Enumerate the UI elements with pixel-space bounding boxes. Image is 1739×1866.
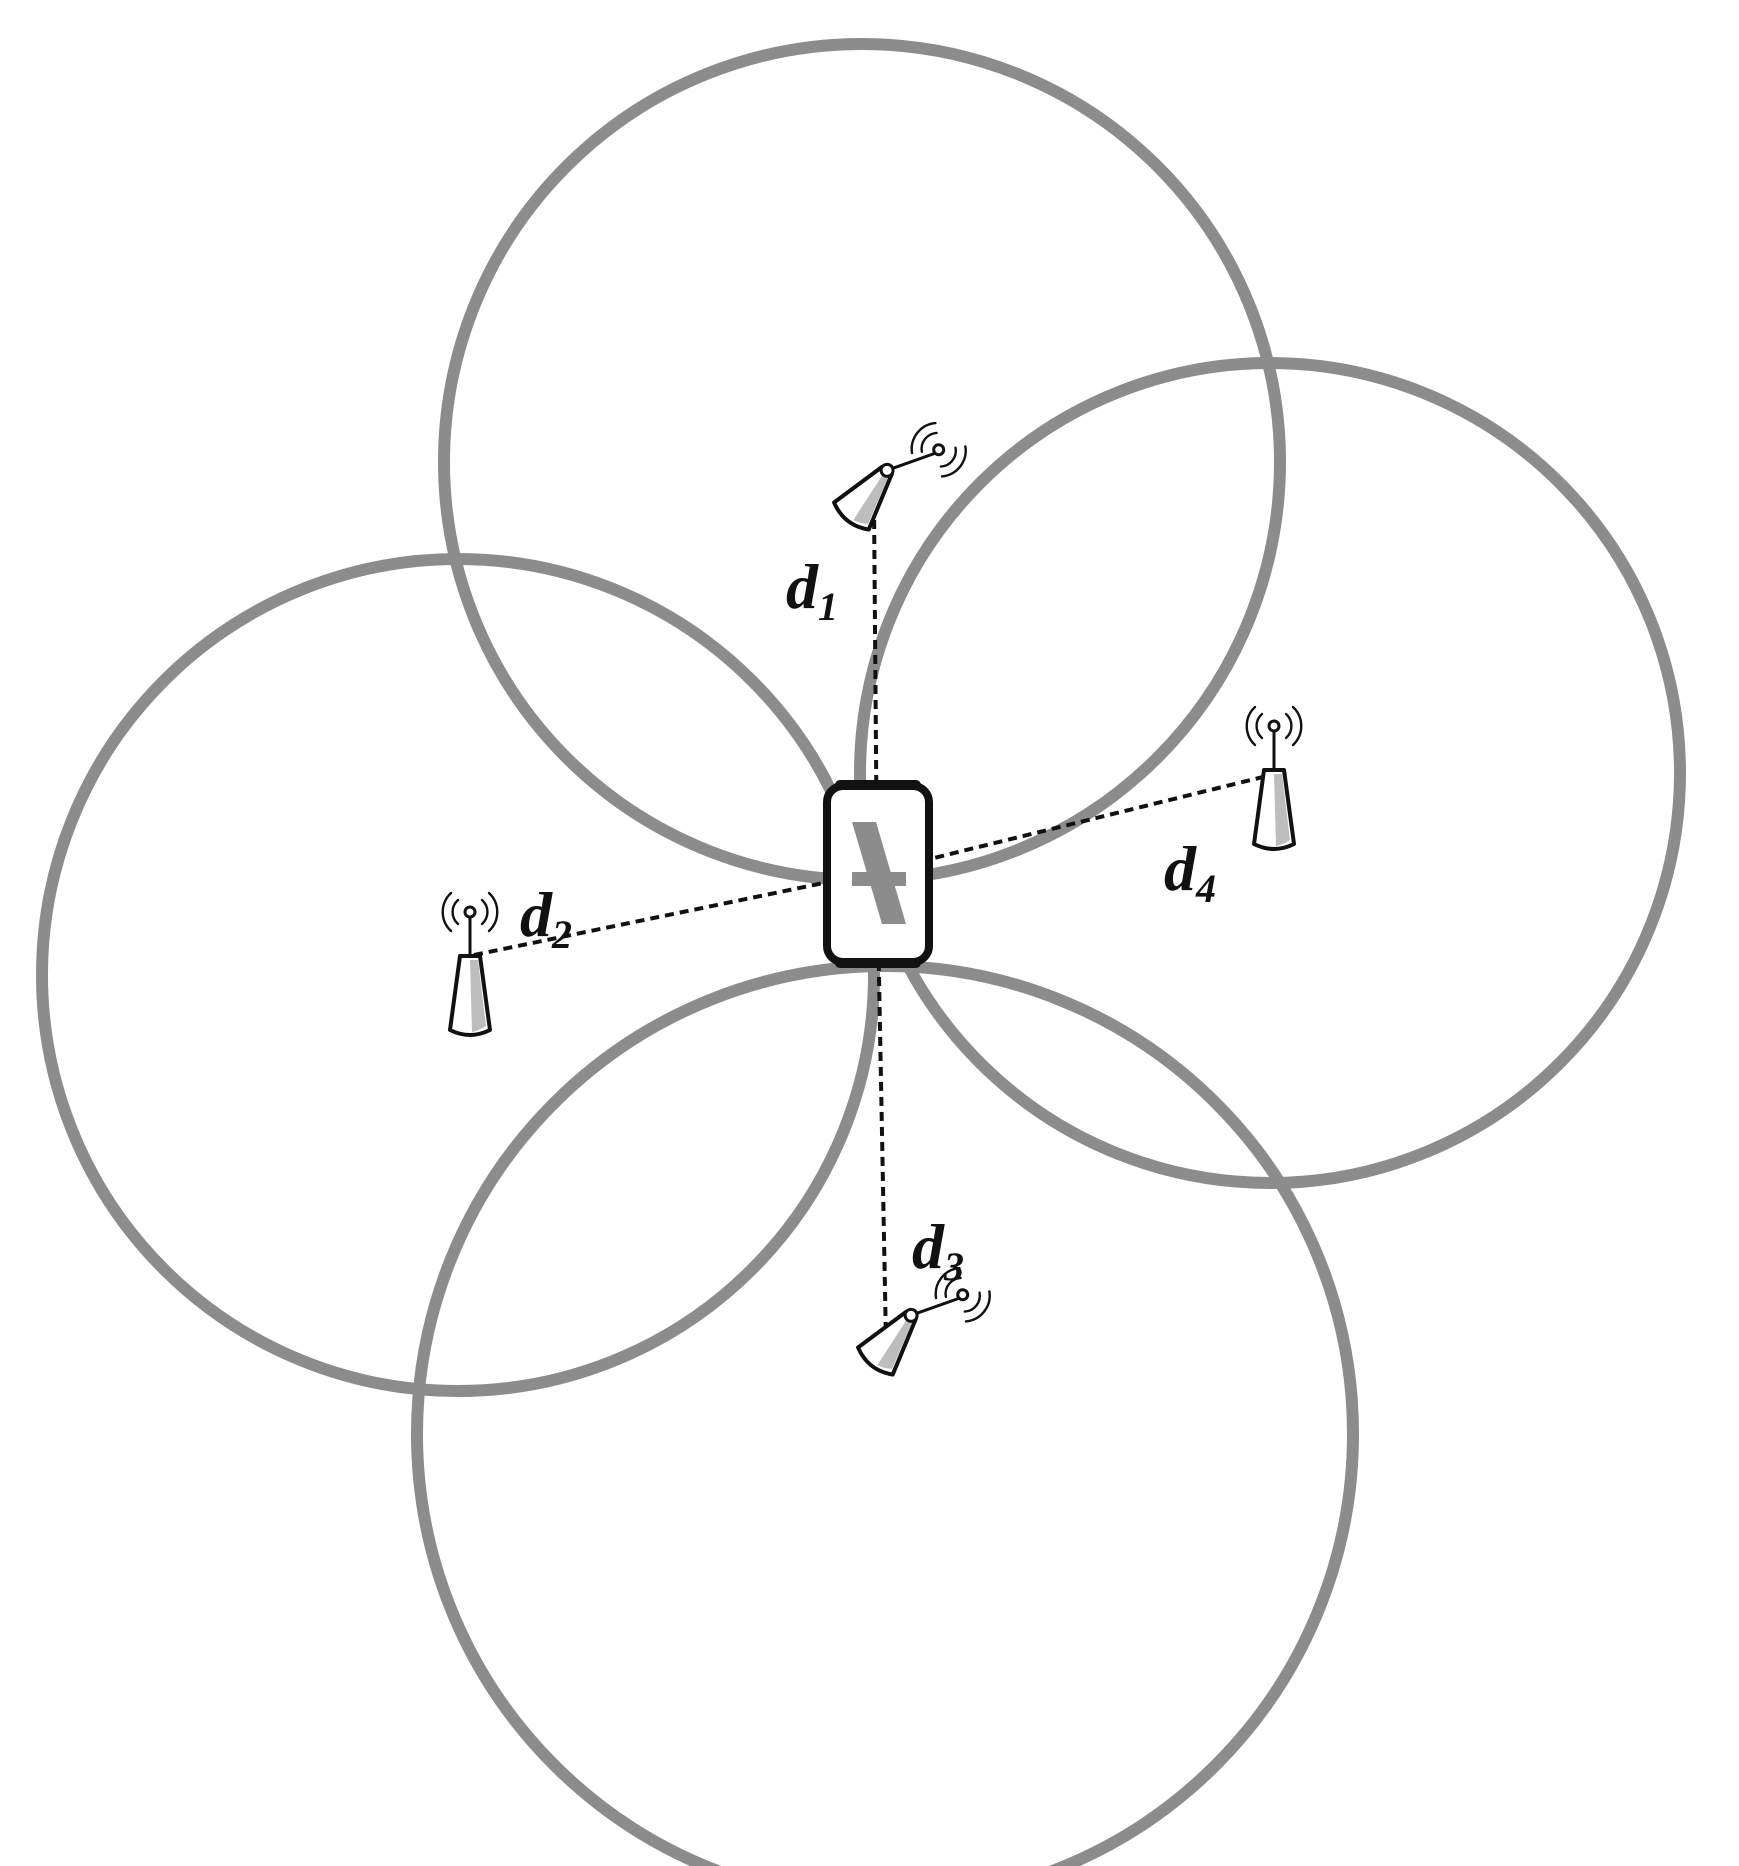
wireless-antenna-icon: [440, 891, 500, 1037]
range-circle-2: [36, 553, 880, 1397]
smartphone-icon: [823, 780, 933, 968]
distance-label-d4: d4: [1164, 833, 1216, 911]
distance-label-d2: d2: [520, 879, 572, 957]
range-circle-4: [854, 357, 1686, 1189]
wireless-antenna-icon: [1244, 705, 1304, 851]
distance-label-d3: d3: [912, 1211, 964, 1289]
distance-line-d2: [473, 870, 878, 957]
distance-label-d1: d1: [786, 551, 838, 629]
wireless-antenna-icon: [828, 401, 974, 557]
distance-line-d4: [876, 773, 1272, 874]
range-circle-3: [411, 960, 1359, 1866]
